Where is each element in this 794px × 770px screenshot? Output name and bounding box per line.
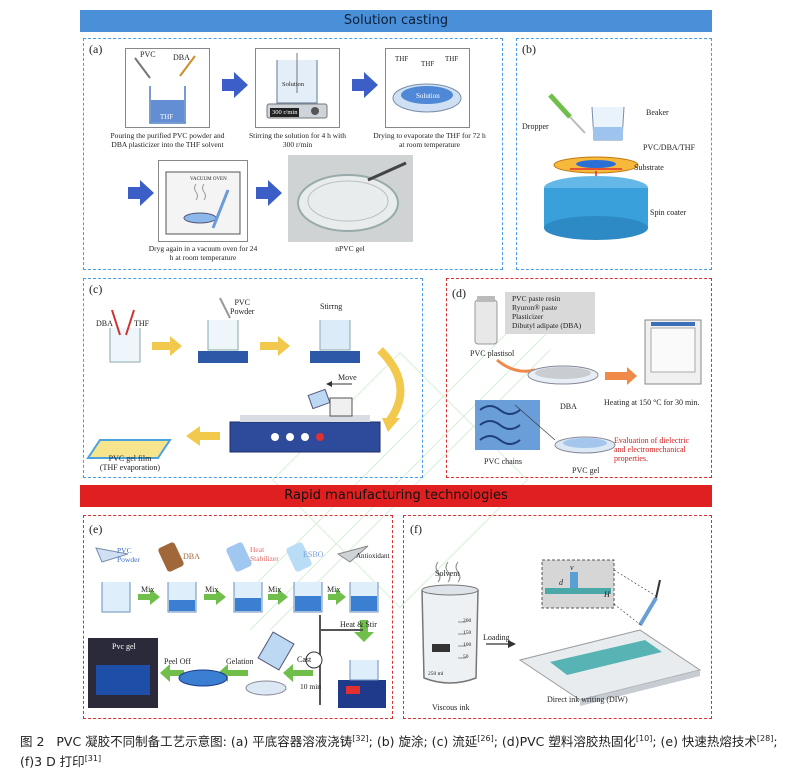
pvc-chains-label: PVC chains (484, 457, 522, 466)
mix-label-2: Mix (205, 585, 219, 594)
plastisol-curing-illustration (474, 292, 702, 454)
diw-printing-illustration (421, 559, 702, 706)
panel-c (83, 278, 423, 478)
panel-a-label: (a) (89, 42, 103, 56)
ref-32[interactable]: [32] (352, 734, 369, 743)
panel-e-label: (e) (89, 522, 103, 536)
move-label: Move (338, 373, 357, 382)
beaker-label: Beaker (646, 108, 669, 117)
figure-number: 图 2 (20, 734, 45, 750)
pvc-powder-label-c: PVC Powder (230, 298, 255, 316)
pvc-dba-thf-label: PVC/DBA/THF (643, 143, 696, 152)
solution-label-dish: Solution (416, 92, 440, 100)
tick-50: 50 (463, 654, 469, 660)
tick-100: 100 (463, 642, 472, 648)
hot-melt-process-illustration (88, 542, 386, 708)
panel-d-label: (d) (452, 286, 466, 300)
pvc-powder-label-e: PVC Powder (117, 546, 140, 564)
petri-dish-evaporation (385, 48, 470, 128)
spin-coater-illustration (544, 93, 648, 240)
caption-text-3: ; (d)PVC 塑料溶胶热固化 (493, 734, 636, 750)
panel-d (446, 278, 712, 478)
caption-text-1: PVC 凝胶不同制备工艺示意图: (a) 平底容器溶液浇铸 (56, 734, 353, 750)
pvc-gel-label-d: PVC gel (572, 466, 600, 475)
vacuum-oven-label: VACUUM OVEN (190, 177, 227, 182)
viscous-ink-label: Viscous ink (432, 703, 470, 712)
panel-b-label: (b) (522, 42, 536, 56)
arrow-right-1 (222, 72, 248, 98)
tick-150: 150 (463, 630, 472, 636)
pvc-label: PVC (140, 50, 156, 59)
thf-label-beaker: THF (160, 113, 174, 121)
dba-label: DBA (173, 53, 190, 62)
step4-caption: Dryg again in a vacuum oven for 24 h at … (148, 244, 258, 262)
evaluation-label: Evaluation of dielectric and electromech… (614, 436, 690, 463)
pvc-gel-label-e: Pvc gel (112, 642, 136, 651)
step1-caption: Pouring the purified PVC powder and DBA … (110, 131, 225, 149)
mix-label-4: Mix (327, 585, 341, 594)
pour-beaker-illustration (125, 48, 210, 128)
tape-casting-illustration (86, 297, 405, 459)
arrow-right-2 (352, 72, 378, 98)
heat-stabilizer-label: Heat Stabilizer (250, 545, 279, 563)
peel-off-label: Peel Off (164, 657, 191, 666)
caption-text-5: ; (f)3 D 打印 (20, 734, 778, 770)
panel-e (83, 515, 393, 719)
mix-label-1: Mix (141, 585, 155, 594)
gel-film-label: PVC gel film (THF evaporation) (99, 454, 161, 472)
solvent-label: Solvent (435, 569, 460, 578)
dropper-label: Dropper (522, 122, 549, 131)
vacuum-oven-illustration (158, 160, 248, 242)
cast-label: Cast (297, 655, 312, 664)
height-label: H (604, 590, 610, 599)
step2-caption: Stirring the solution for 4 h with 300 r… (248, 131, 347, 149)
ref-31[interactable]: [31] (84, 754, 102, 764)
npvc-gel-photo (288, 155, 413, 242)
rapid-manufacturing-banner: Rapid manufacturing technologies (80, 485, 712, 507)
heat-stir-label: Heat & Stir (340, 620, 377, 629)
dba-label-d: DBA (560, 402, 577, 411)
arrow-right-4 (256, 180, 282, 206)
caption-text-4: ; (e) 快速热熔技术 (652, 734, 757, 750)
stirring-label: Stirrng (320, 302, 343, 311)
solution-label-stirrer: Solution (282, 81, 305, 88)
pvc-plastisol-label: PVC plastisol (470, 349, 515, 358)
thf-label-c: THF (134, 319, 150, 328)
step5-caption: nPVC gel (335, 244, 365, 253)
diameter-label: d (559, 578, 563, 587)
panel-b (516, 38, 712, 270)
substrate-label: Substrate (634, 163, 664, 172)
solution-casting-banner: Solution casting (80, 10, 712, 32)
ingredients-label: PVC paste resin Ryuron® paste Plasticize… (512, 294, 582, 330)
time-label: 10 min (300, 682, 322, 691)
gelation-label: Gelation (226, 657, 254, 666)
thf-vapor-2: THF (421, 60, 435, 68)
speed-readout: 300 r/min (270, 108, 300, 117)
ref-26[interactable]: [26] (477, 734, 494, 743)
antioxidant-label: Antioxidant (356, 552, 390, 560)
ref-10[interactable]: [10] (635, 734, 653, 743)
spin-coater-label: Spin coater (650, 208, 687, 217)
caption-text-2: ; (b) 旋涂; (c) 流延 (368, 734, 478, 750)
diw-label: Direct ink writing (DIW) (547, 695, 628, 704)
arrow-right-3 (128, 180, 154, 206)
heating-label: Heating at 150 °C for 30 min. (604, 398, 700, 407)
panel-f (403, 515, 712, 719)
panel-a (83, 38, 503, 270)
beaker-volume: 250 ml (428, 671, 444, 677)
panel-f-label: (f) (410, 522, 422, 536)
thf-vapor-3: THF (445, 55, 459, 63)
dba-label-e: DBA (183, 552, 200, 561)
thf-vapor-1: THF (395, 55, 409, 63)
mix-label-3: Mix (268, 585, 282, 594)
dba-label-c: DBA (96, 319, 113, 328)
figure-caption: 图 2 PVC 凝胶不同制备工艺示意图: (a) 平底容器溶液浇铸[32]; (… (20, 730, 780, 770)
step3-caption: Drying to evaporate the THF for 72 h at … (373, 131, 486, 149)
velocity-label: v (570, 563, 574, 572)
loading-label: Loading (483, 633, 510, 642)
ref-28[interactable]: [28] (756, 734, 774, 743)
panel-c-label: (c) (89, 282, 103, 296)
tick-200: 200 (463, 618, 472, 624)
esbo-label: ESBO (303, 550, 324, 559)
